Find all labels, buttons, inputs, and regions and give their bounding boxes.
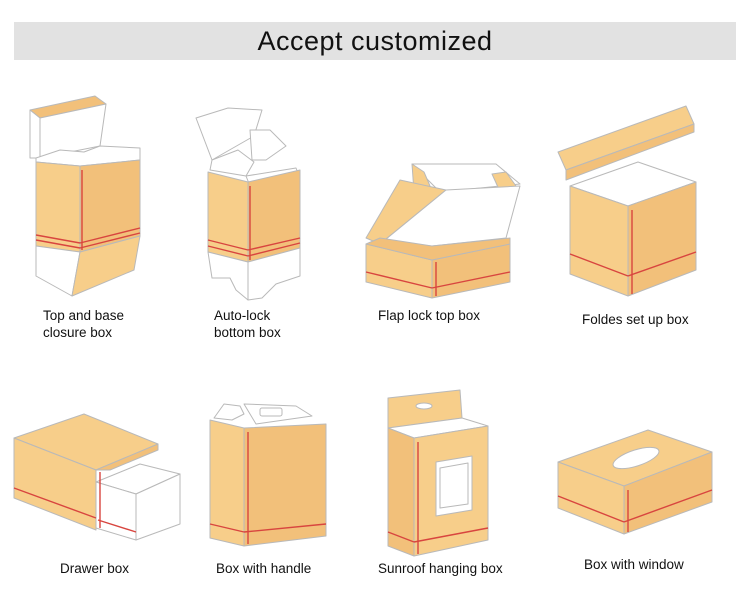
box-label-line: Auto-lock: [214, 308, 271, 323]
box-label-line: bottom box: [214, 325, 281, 340]
box-label-line: Box with window: [584, 557, 684, 572]
box-label: Box with handle: [216, 560, 311, 577]
box-label: Foldes set up box: [582, 311, 689, 328]
box-label-line: Foldes set up box: [582, 312, 689, 327]
box-label-line: Box with handle: [216, 561, 312, 576]
box-label: Drawer box: [60, 560, 129, 577]
box-label-line: Sunroof hanging box: [378, 561, 503, 576]
box-label-line: closure box: [43, 325, 113, 340]
box-label-line: Top and base: [43, 308, 125, 323]
page-title: Accept customized: [257, 26, 493, 56]
box-label: Sunroof hanging box: [378, 560, 503, 577]
header-banner: Accept customized: [14, 22, 736, 60]
box-label: Flap lock top box: [378, 307, 480, 324]
box-label: Box with window: [584, 556, 684, 573]
box-label: Top and base closure box: [43, 307, 124, 341]
box-label-line: Drawer box: [60, 561, 130, 576]
box-label-line: Flap lock top box: [378, 308, 481, 323]
box-label: Auto-lock bottom box: [214, 307, 281, 341]
